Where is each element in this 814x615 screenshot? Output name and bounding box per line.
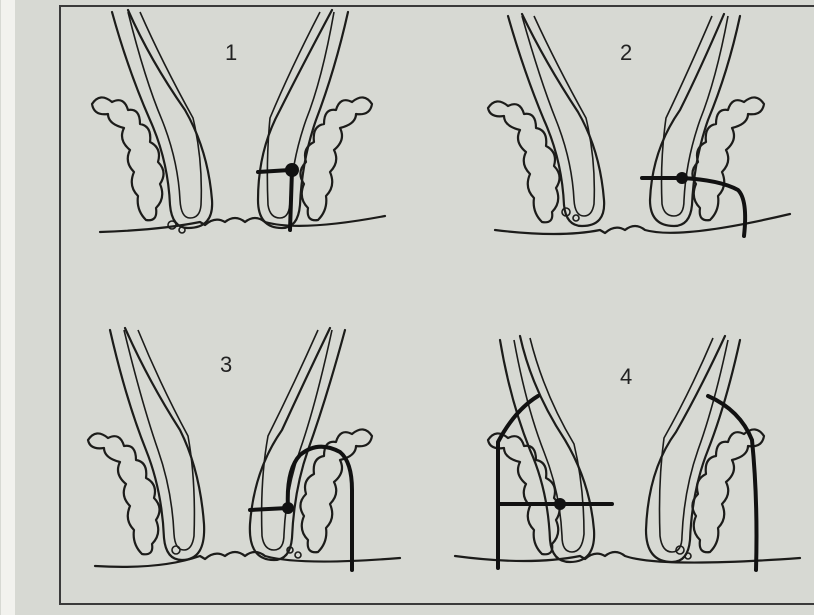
crypt-abscess-dot: [285, 163, 299, 177]
fistula-tract: [290, 170, 292, 230]
crypt-abscess-dot: [554, 498, 566, 510]
panel-number-4: 4: [620, 364, 632, 389]
panel-number-2: 2: [620, 40, 632, 65]
crypt-abscess-dot: [676, 172, 688, 184]
panel-number-1: 1: [225, 40, 237, 65]
crypt-abscess-dot: [282, 502, 294, 514]
panel-number-3: 3: [220, 352, 232, 377]
